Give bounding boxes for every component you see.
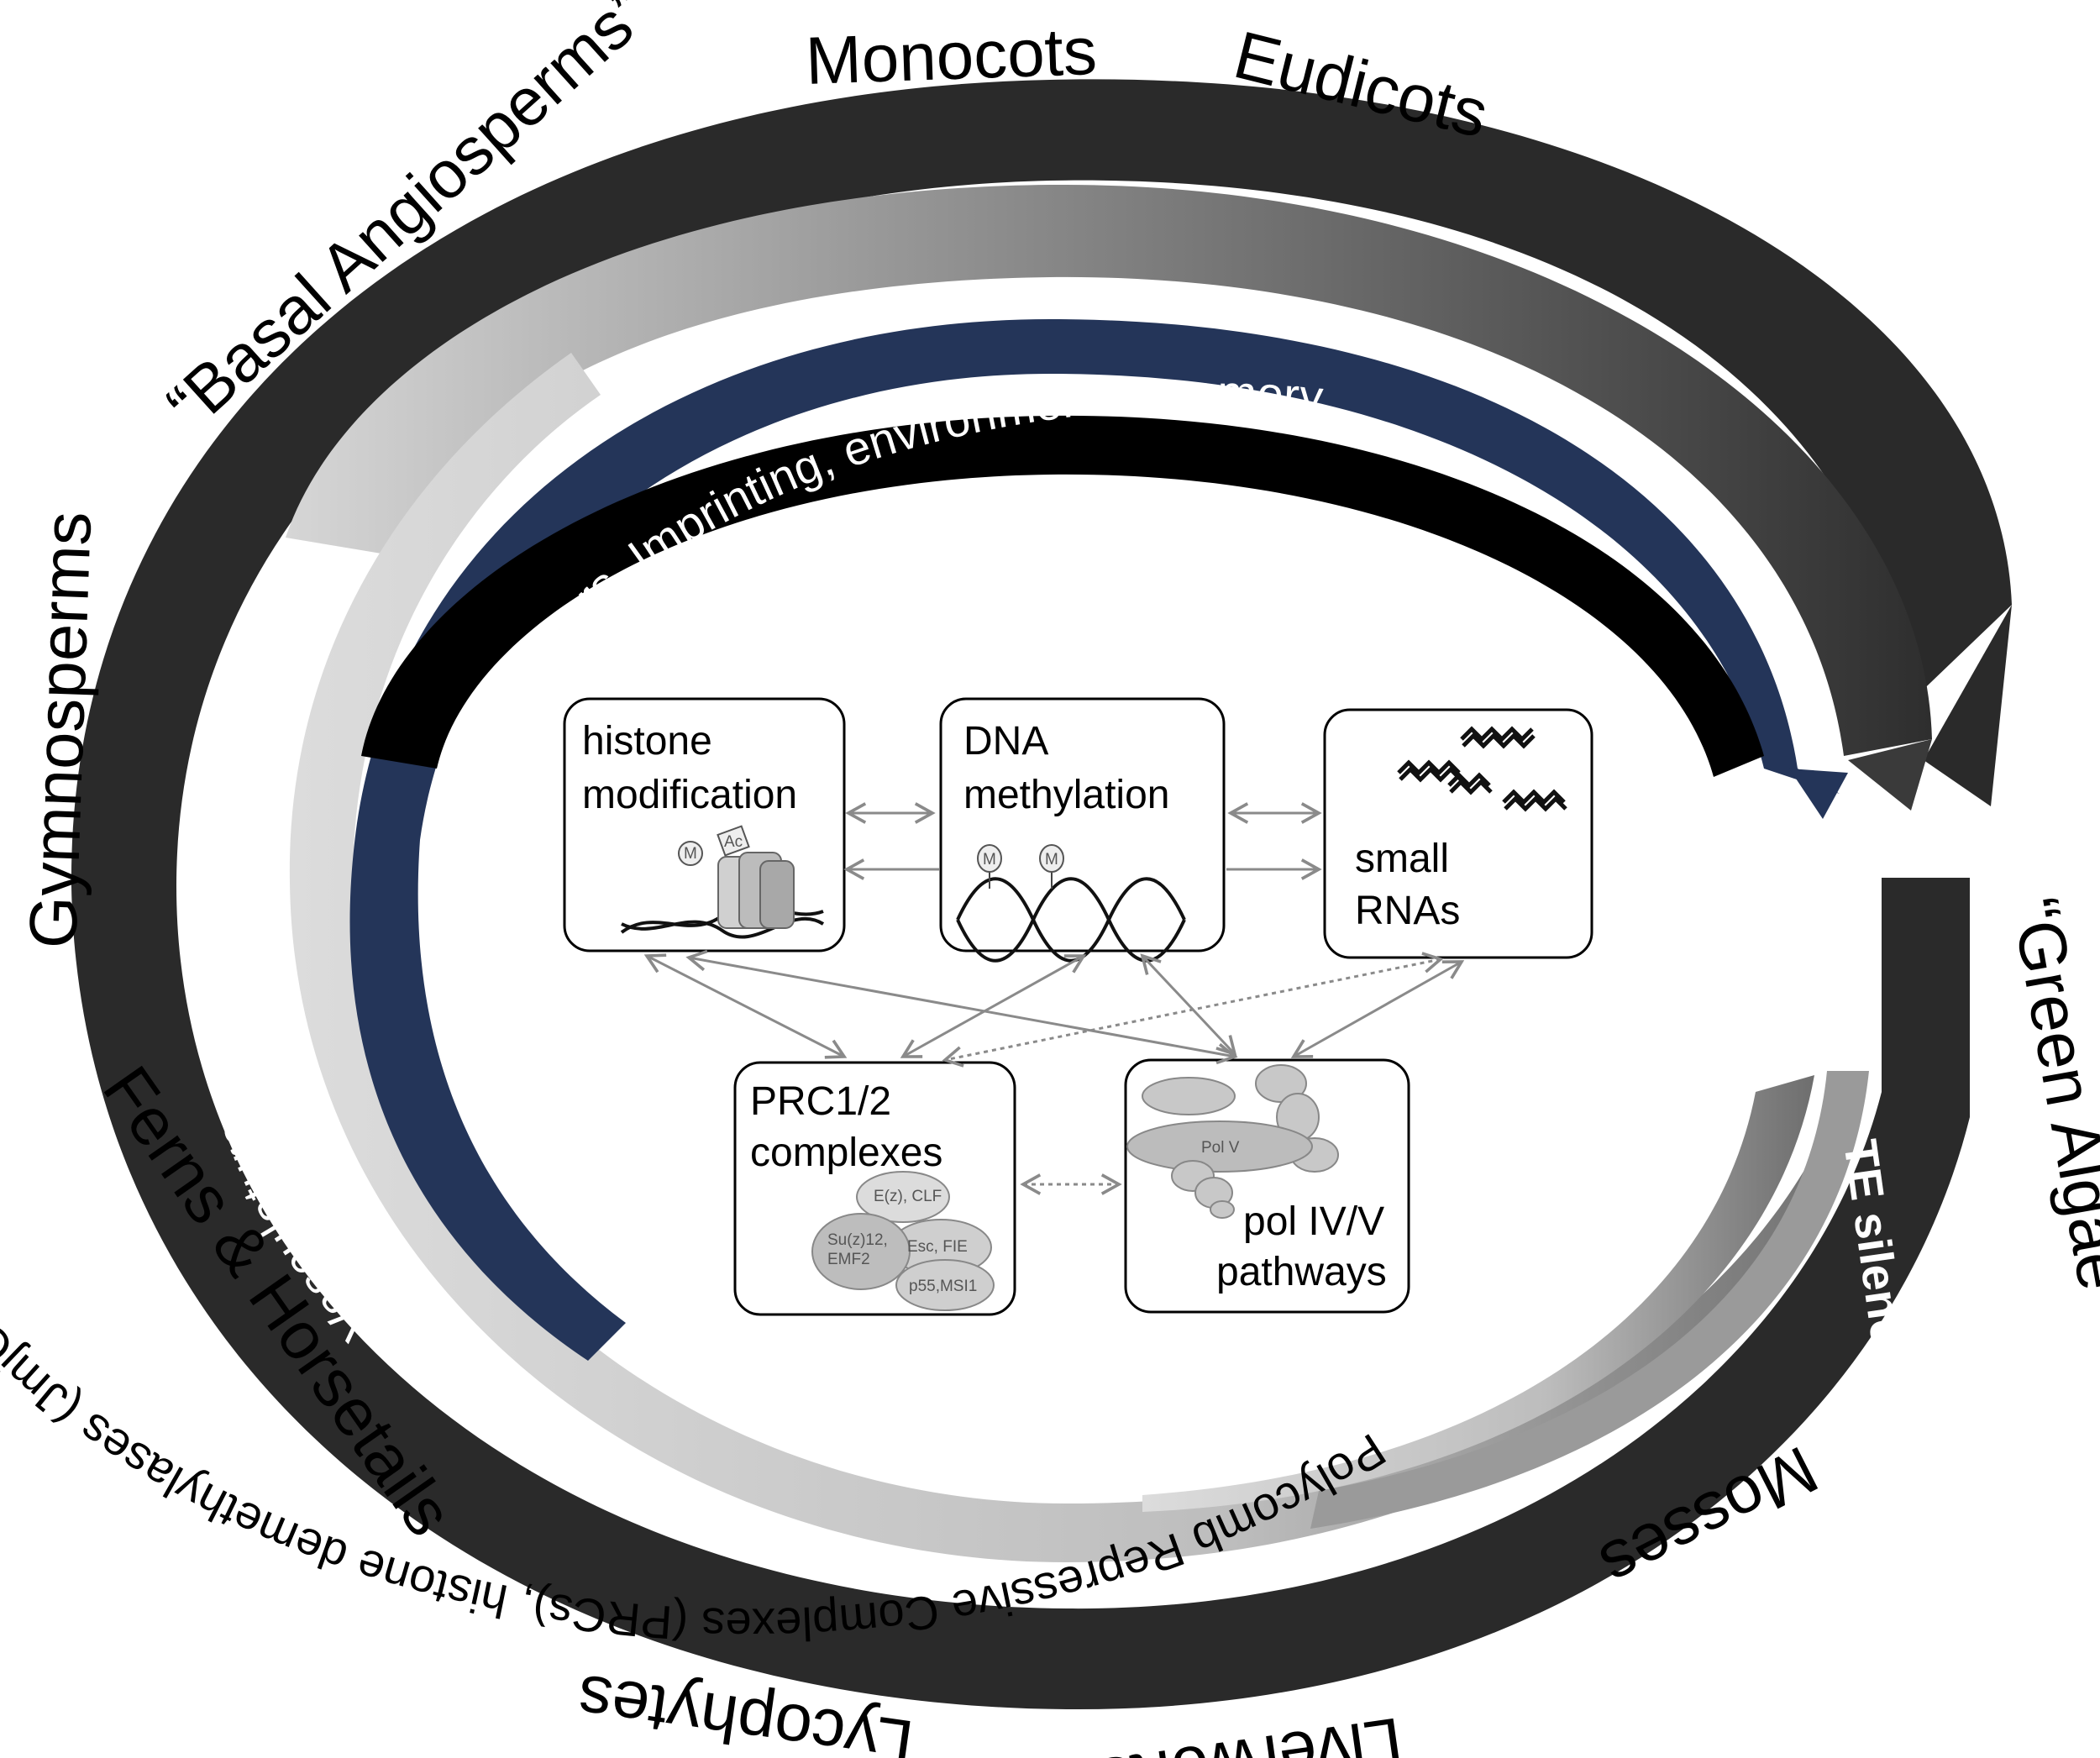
polv-complex-icon: Pol V xyxy=(1126,1064,1339,1219)
lineage-green-algae: “Green Algae” xyxy=(1998,892,2100,1317)
lineage-monocots: Monocots xyxy=(804,13,1098,98)
prc-sub2: Su(z)12, xyxy=(827,1231,888,1249)
lineage-liverworts: Liverworts xyxy=(1094,1703,1407,1758)
arrowhead-mid xyxy=(1848,739,1932,811)
rna-line1: small xyxy=(1355,837,1449,881)
outer-ring-gradient xyxy=(286,184,1932,756)
prc-sub5: p55,MSI1 xyxy=(909,1278,977,1295)
prc-sub3: EMF2 xyxy=(827,1251,870,1268)
interaction-arrows xyxy=(643,802,1465,1195)
rna-squiggle-icon xyxy=(1397,726,1567,812)
box-dna-methylation: DNA methylation M M xyxy=(939,697,1226,963)
box-small-rnas: small RNAs xyxy=(1323,708,1593,959)
prc-line1: PRC1/2 xyxy=(750,1079,891,1124)
rna-line2: RNAs xyxy=(1355,889,1460,933)
flowers-band xyxy=(361,415,1764,777)
histone-line1: histone xyxy=(582,719,712,764)
dna-line1: DNA xyxy=(963,719,1048,764)
prc-band xyxy=(289,353,1865,1562)
histone-m-label: M xyxy=(684,845,697,863)
histone-line2: modification xyxy=(582,773,797,817)
box-histone-modification: histone modification M Ac xyxy=(563,697,846,952)
box-prc-complexes: PRC1/2 complexes E(z), CLF Su(z)12, EMF2… xyxy=(733,1061,1016,1316)
dna-line2: methylation xyxy=(963,773,1169,817)
polv-core-label: Pol V xyxy=(1201,1139,1240,1157)
box-pol-pathways: pol IV/V pathways Pol V xyxy=(1124,1058,1410,1314)
prc-sub4: Esc, FIE xyxy=(907,1238,968,1256)
lineage-gymnosperms: Gymnosperms xyxy=(15,511,105,950)
pol-line1: pol IV/V xyxy=(1243,1199,1384,1244)
histone-ac-label: Ac xyxy=(724,833,743,851)
arrowhead-vasculature xyxy=(1789,769,1848,819)
te-wedge xyxy=(1142,1075,1814,1512)
dna-m2-label: M xyxy=(1045,851,1058,869)
prc-sub1: E(z), CLF xyxy=(874,1188,942,1205)
prc-line2: complexes xyxy=(750,1131,942,1175)
arrowhead-outer xyxy=(1924,605,2012,806)
nucleosome-icon: M Ac xyxy=(620,825,825,939)
pol-line2: pathways xyxy=(1216,1250,1387,1294)
dna-m1-label: M xyxy=(983,851,996,869)
vasculature-band xyxy=(349,319,1840,1361)
te-gradient-band xyxy=(1310,1071,1869,1529)
prc-protein-icon: E(z), CLF Su(z)12, EMF2 Esc, FIE p55,MSI… xyxy=(811,1171,995,1311)
